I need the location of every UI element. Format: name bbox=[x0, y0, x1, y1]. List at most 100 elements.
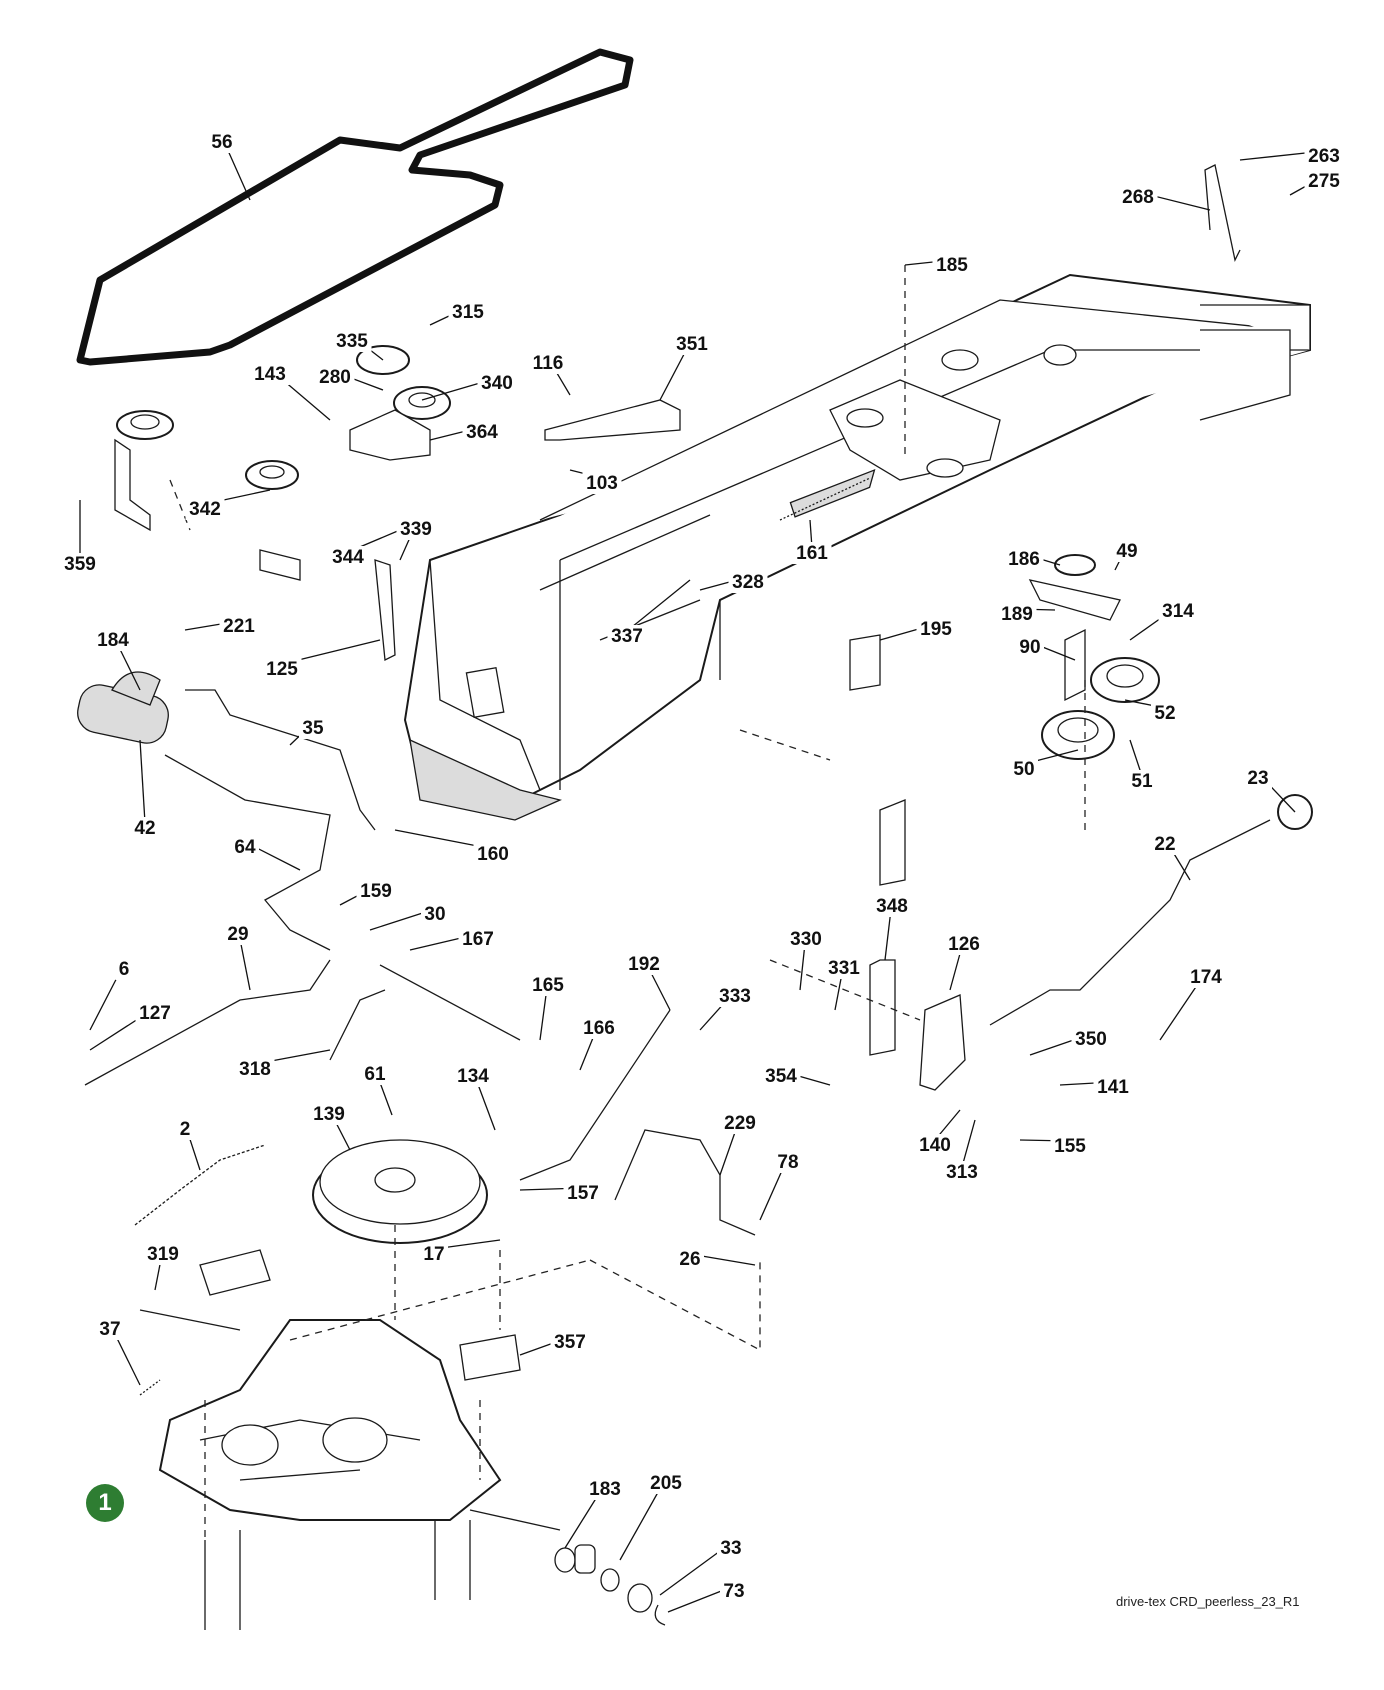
callout-134: 134 bbox=[457, 1066, 489, 1087]
callout-bg bbox=[1004, 548, 1044, 570]
bracket-339-upper bbox=[374, 559, 396, 662]
callout-328: 328 bbox=[732, 572, 764, 593]
callout-bg bbox=[932, 254, 972, 276]
callout-29: 29 bbox=[227, 924, 248, 945]
callout-bg bbox=[720, 1112, 760, 1134]
callout-bg bbox=[420, 1243, 448, 1265]
leader-line bbox=[961, 1119, 976, 1168]
callout-bg bbox=[728, 571, 768, 593]
callout-bg bbox=[997, 603, 1037, 625]
callout-37: 37 bbox=[99, 1319, 120, 1340]
callout-333: 333 bbox=[719, 986, 751, 1007]
callout-bg bbox=[1244, 767, 1272, 789]
callout-bg bbox=[582, 472, 622, 494]
callout-bg bbox=[208, 131, 236, 153]
callout-bg bbox=[1113, 540, 1141, 562]
callout-61: 61 bbox=[364, 1064, 386, 1085]
callout-335: 335 bbox=[336, 331, 368, 352]
callout-bg bbox=[792, 542, 832, 564]
callout-186: 186 bbox=[1008, 549, 1040, 570]
callout-185: 185 bbox=[936, 255, 968, 276]
callout-125: 125 bbox=[266, 659, 298, 680]
callout-229: 229 bbox=[724, 1113, 756, 1134]
callout-bg bbox=[646, 1472, 686, 1494]
callout-bg bbox=[786, 928, 826, 950]
shaft-165 bbox=[379, 964, 521, 1041]
callout-116: 116 bbox=[533, 353, 564, 374]
callout-bg bbox=[915, 1134, 955, 1156]
spring-161 bbox=[779, 477, 871, 521]
callout-42: 42 bbox=[134, 818, 155, 839]
callout-23: 23 bbox=[1247, 768, 1268, 789]
idler-pulley-left bbox=[114, 410, 301, 581]
callout-bg bbox=[421, 903, 449, 925]
callout-195: 195 bbox=[920, 619, 952, 640]
drive-belt bbox=[76, 48, 634, 366]
callout-126: 126 bbox=[948, 934, 980, 955]
callout-35: 35 bbox=[302, 718, 324, 739]
callout-bg bbox=[1093, 1076, 1133, 1098]
callout-bg bbox=[185, 498, 225, 520]
shift-lever-22 bbox=[989, 819, 1271, 1026]
callout-bg bbox=[585, 1478, 625, 1500]
callout-159: 159 bbox=[360, 881, 392, 902]
callout-bg bbox=[1016, 636, 1044, 658]
callout-313: 313 bbox=[946, 1162, 978, 1183]
callout-221: 221 bbox=[223, 616, 255, 637]
callout-268: 268 bbox=[1122, 187, 1154, 208]
callout-127: 127 bbox=[139, 1003, 171, 1024]
bracket-351 bbox=[544, 399, 681, 441]
callout-33: 33 bbox=[720, 1538, 741, 1559]
callout-348: 348 bbox=[876, 896, 908, 917]
rod-357 bbox=[614, 1129, 756, 1236]
callout-bg bbox=[1304, 145, 1344, 167]
callout-bg bbox=[720, 1580, 748, 1602]
callout-bg bbox=[1010, 758, 1038, 780]
bracket-339-lower bbox=[879, 799, 906, 886]
rod-268 bbox=[1204, 164, 1241, 262]
callout-bg bbox=[235, 1058, 275, 1080]
callout-64: 64 bbox=[234, 837, 256, 858]
plate-348 bbox=[919, 994, 966, 1091]
alignment-lines bbox=[169, 265, 1086, 1540]
spring-17 bbox=[134, 1144, 266, 1226]
callout-161: 161 bbox=[796, 543, 828, 564]
callout-bg bbox=[448, 301, 488, 323]
callout-bg bbox=[715, 985, 755, 1007]
callout-192: 192 bbox=[628, 954, 660, 975]
callout-bg bbox=[774, 1151, 802, 1173]
callout-350: 350 bbox=[1075, 1029, 1107, 1050]
rod-318 bbox=[519, 1009, 671, 1181]
callout-26: 26 bbox=[679, 1249, 700, 1270]
callout-bg bbox=[93, 629, 133, 651]
callout-bg bbox=[942, 1161, 982, 1183]
callout-bg bbox=[824, 957, 864, 979]
callout-342: 342 bbox=[189, 499, 221, 520]
callout-bg bbox=[1158, 600, 1198, 622]
callout-2: 2 bbox=[180, 1119, 191, 1140]
callout-160: 160 bbox=[477, 844, 509, 865]
callout-364: 364 bbox=[466, 422, 498, 443]
callout-bg bbox=[224, 923, 252, 945]
callout-bg bbox=[550, 1331, 590, 1353]
callout-bg bbox=[176, 1118, 194, 1140]
callout-bg bbox=[916, 618, 956, 640]
callout-50: 50 bbox=[1013, 759, 1034, 780]
callout-17: 17 bbox=[423, 1244, 444, 1265]
callout-bg bbox=[131, 817, 159, 839]
callout-bg bbox=[96, 1318, 124, 1340]
callout-bg bbox=[396, 518, 436, 540]
callout-bg bbox=[309, 1103, 349, 1125]
bracket-195 bbox=[849, 634, 881, 691]
callout-141: 141 bbox=[1097, 1077, 1129, 1098]
callout-bg bbox=[1151, 833, 1179, 855]
callout-bg bbox=[299, 717, 327, 739]
callout-359: 359 bbox=[64, 554, 96, 575]
callout-351: 351 bbox=[676, 334, 708, 355]
callout-bg bbox=[60, 553, 100, 575]
callout-bg bbox=[607, 625, 647, 647]
callout-340: 340 bbox=[481, 373, 513, 394]
callout-bg bbox=[453, 1065, 493, 1087]
rod-127 bbox=[329, 989, 386, 1061]
